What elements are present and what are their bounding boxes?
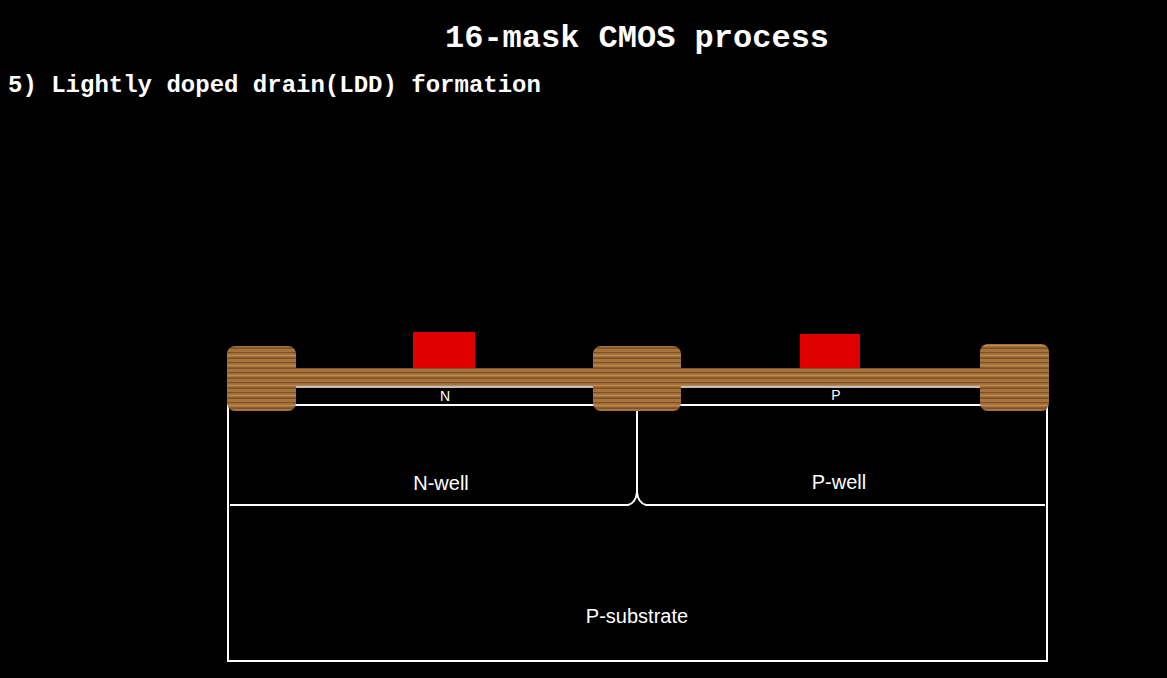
title: 16-mask CMOS process [445, 20, 829, 57]
step-heading: 5) Lightly doped drain(LDD) formation [8, 72, 541, 99]
poly-gate [800, 334, 860, 368]
well-region: N-well [230, 410, 635, 504]
region-label: N [440, 388, 450, 404]
well-boundary [230, 492, 1045, 505]
poly-gate [413, 332, 475, 368]
well-divider [636, 405, 638, 493]
region-name: P-well [812, 471, 866, 494]
region-name: P-substrate [586, 605, 688, 628]
dashed-implant-line [296, 404, 593, 406]
region-label: P [831, 387, 840, 403]
field-oxide [227, 346, 296, 411]
dashed-implant-line [680, 404, 980, 406]
field-oxide [980, 344, 1049, 411]
field-oxide [593, 346, 681, 411]
well-region: P-well [640, 410, 1045, 504]
region-name: N-well [413, 472, 469, 495]
substrate-outline [228, 405, 1047, 661]
substrate-region: P-substrate N-well P-well [228, 405, 1047, 661]
